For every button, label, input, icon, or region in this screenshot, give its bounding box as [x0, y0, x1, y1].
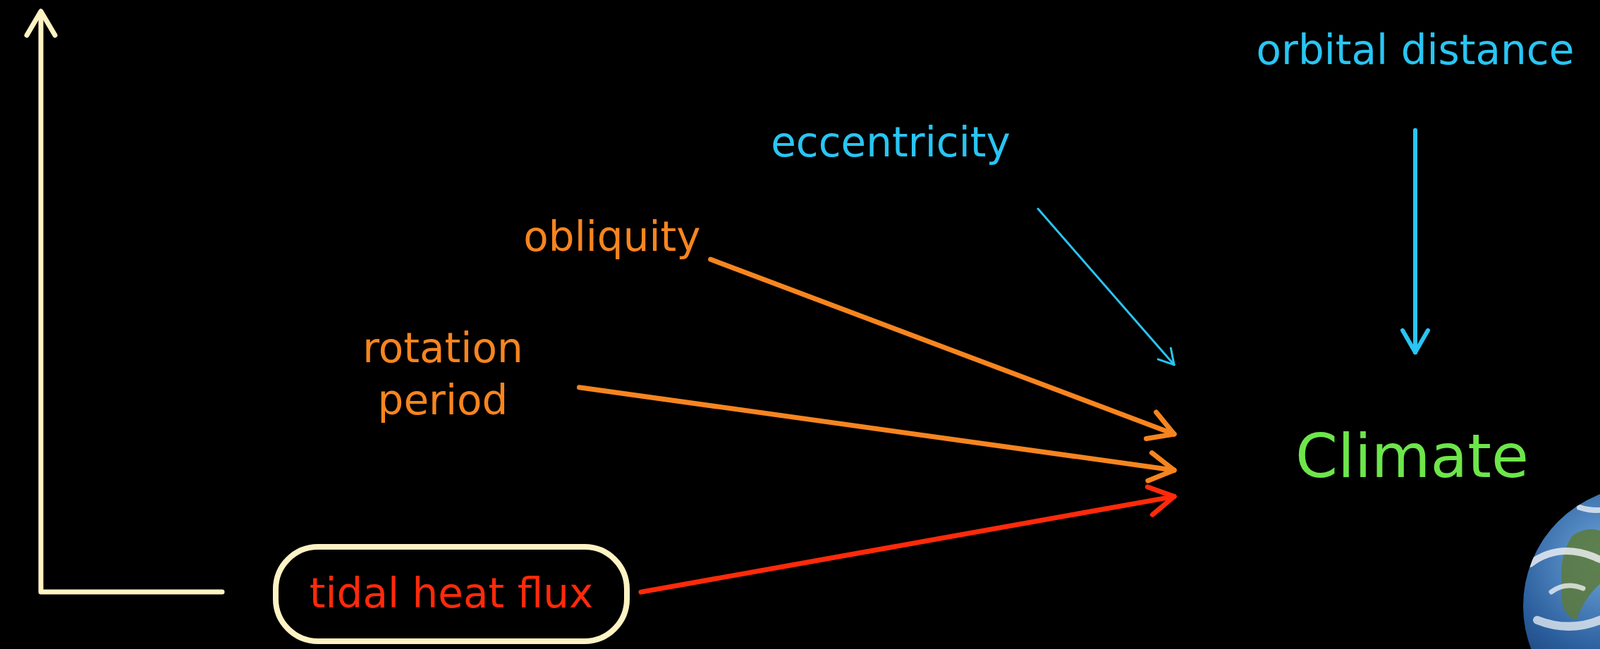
- arrow-head: [1402, 330, 1416, 353]
- influence-arrow: [578, 387, 1175, 481]
- influence-arrow: [1402, 130, 1428, 353]
- earth-globe: [1523, 486, 1600, 649]
- factor-label: obliquity: [523, 211, 701, 264]
- arrow-head: [1147, 487, 1175, 498]
- feedback-arrow-line: [40, 14, 223, 593]
- highlight-box: tidal heat flux: [272, 544, 631, 645]
- factor-label: rotation period: [344, 322, 542, 427]
- arrow-shaft: [710, 259, 1175, 435]
- influence-arrow: [640, 487, 1175, 593]
- arrow-shaft: [640, 497, 1175, 594]
- earth-cloud: [1537, 611, 1600, 627]
- node-text: tidal heat flux: [309, 569, 594, 620]
- earth-cloud: [1530, 551, 1600, 565]
- arrow-head: [1157, 359, 1175, 366]
- node-text: eccentricity: [770, 117, 1011, 170]
- arrow-shaft: [578, 387, 1175, 471]
- node-text: orbital distance: [1256, 24, 1575, 77]
- arrow-head: [1151, 453, 1175, 472]
- arrow-head: [1156, 412, 1175, 435]
- earth-cloud: [1551, 585, 1584, 593]
- arrow-head: [1146, 434, 1175, 439]
- arrow-head: [1147, 470, 1175, 481]
- earth-land: [1561, 529, 1600, 621]
- arrow-shaft: [1037, 208, 1175, 365]
- earth-surface: [1530, 504, 1600, 627]
- factor-label: eccentricity: [770, 117, 1011, 170]
- node-text: Climate: [1295, 423, 1529, 491]
- arrow-shaft: [1413, 130, 1418, 353]
- node-text: obliquity: [523, 211, 701, 264]
- target-label: Climate: [1174, 352, 1555, 508]
- feedback-arrow-head: [26, 11, 56, 36]
- node-text: rotation period: [344, 322, 542, 427]
- earth-illustration: [1523, 486, 1600, 649]
- factor-label: orbital distance: [1256, 24, 1575, 77]
- influence-arrow: [1037, 208, 1175, 365]
- arrow-head: [1170, 348, 1175, 366]
- arrow-head: [1415, 330, 1428, 353]
- influence-arrow: [710, 259, 1175, 439]
- arrow-head: [1152, 497, 1175, 516]
- earth-cloud: [1579, 504, 1600, 511]
